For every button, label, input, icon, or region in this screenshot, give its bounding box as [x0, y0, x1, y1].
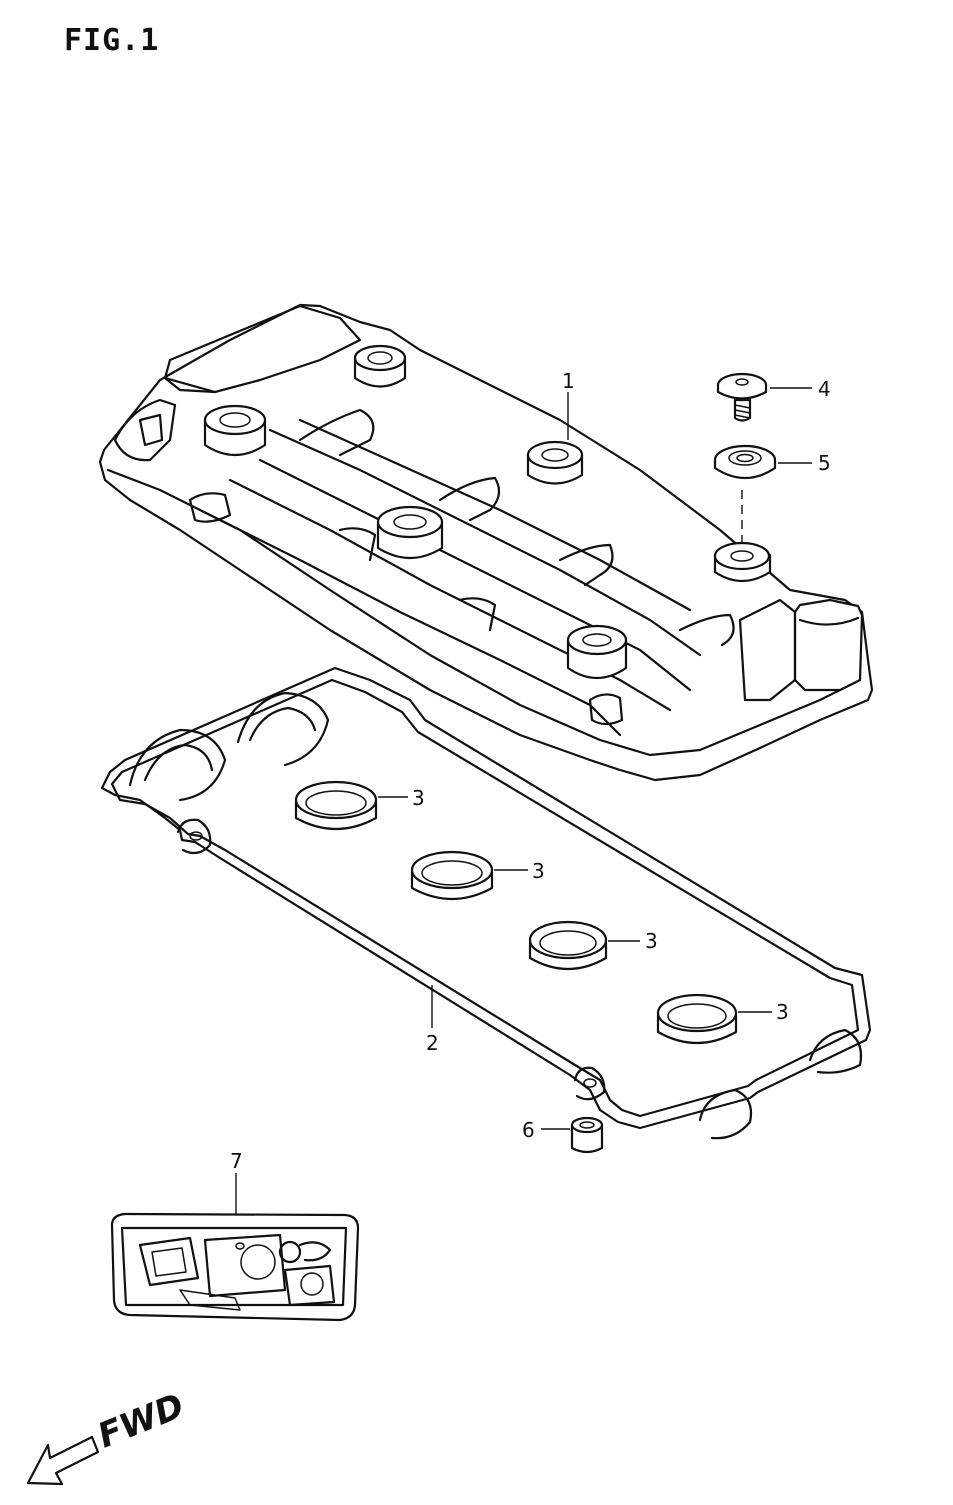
callout-part-3-a: 3 [412, 786, 425, 810]
fwd-label: FWD [92, 1386, 189, 1456]
callout-part-2: 2 [426, 1031, 439, 1055]
callout-part-4: 4 [818, 377, 831, 401]
plug-boss-6 [566, 624, 628, 679]
leader-lines [235, 387, 812, 1215]
callout-part-3-c: 3 [645, 929, 658, 953]
callout-part-7: 7 [230, 1149, 243, 1173]
cylinder-head-cover [98, 303, 874, 782]
gasket-set [110, 1212, 360, 1322]
cover-bolt [716, 372, 768, 422]
plug-hole-gasket-3 [528, 920, 608, 971]
figure-title: FIG.1 [64, 23, 159, 58]
plug-hole-gasket-1 [294, 780, 378, 831]
plug-hole-gasket-4 [656, 993, 738, 1045]
callout-part-3-d: 3 [776, 1000, 789, 1024]
callout-part-1: 1 [562, 369, 575, 393]
plug-boss-1 [353, 344, 407, 388]
plug-boss-5 [713, 541, 772, 583]
plug-hole-gasket-2 [410, 850, 494, 901]
plug-boss-2 [203, 404, 267, 456]
cover-bush [570, 1116, 604, 1154]
bolt-washer [713, 444, 777, 479]
plug-boss-4 [376, 505, 444, 559]
callout-part-6: 6 [522, 1118, 535, 1142]
cover-gasket [100, 666, 872, 1140]
plug-boss-3 [526, 440, 584, 485]
forward-arrow-icon [26, 1435, 100, 1486]
callout-part-5: 5 [818, 451, 831, 475]
forward-direction-indicator: FWD [26, 1386, 190, 1486]
callout-part-3-b: 3 [532, 859, 545, 883]
